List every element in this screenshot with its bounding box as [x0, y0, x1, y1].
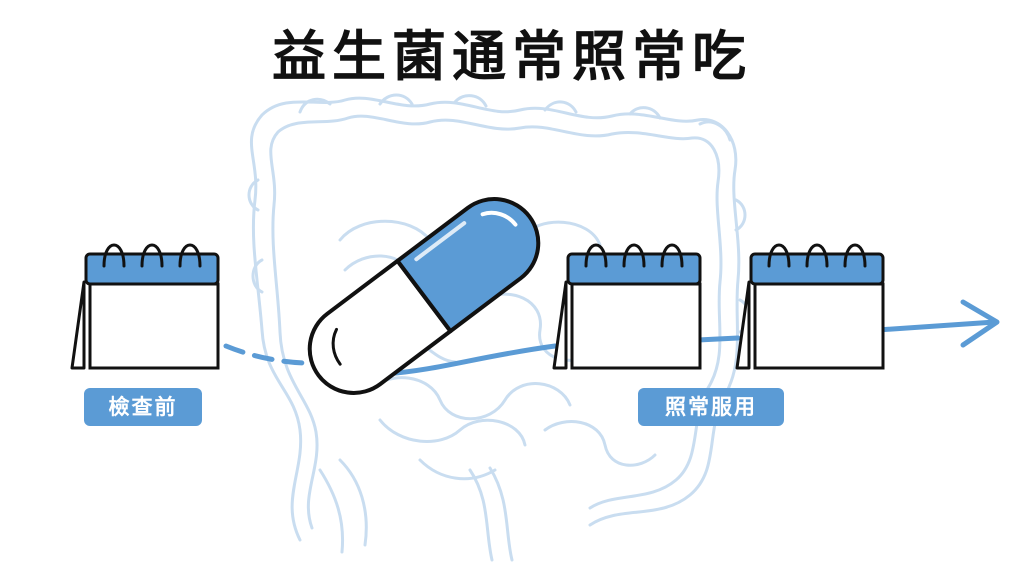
arrow-right-icon: [382, 299, 1000, 377]
calendar-icon: [735, 243, 885, 370]
label-continue-taking: 照常服用: [638, 388, 784, 426]
label-before-exam: 檢查前: [84, 388, 202, 426]
capsule-icon: [307, 197, 541, 395]
page-title: 益生菌通常照常吃: [272, 25, 752, 88]
calendar-icon: [70, 243, 220, 370]
calendar-icon: [552, 243, 702, 370]
